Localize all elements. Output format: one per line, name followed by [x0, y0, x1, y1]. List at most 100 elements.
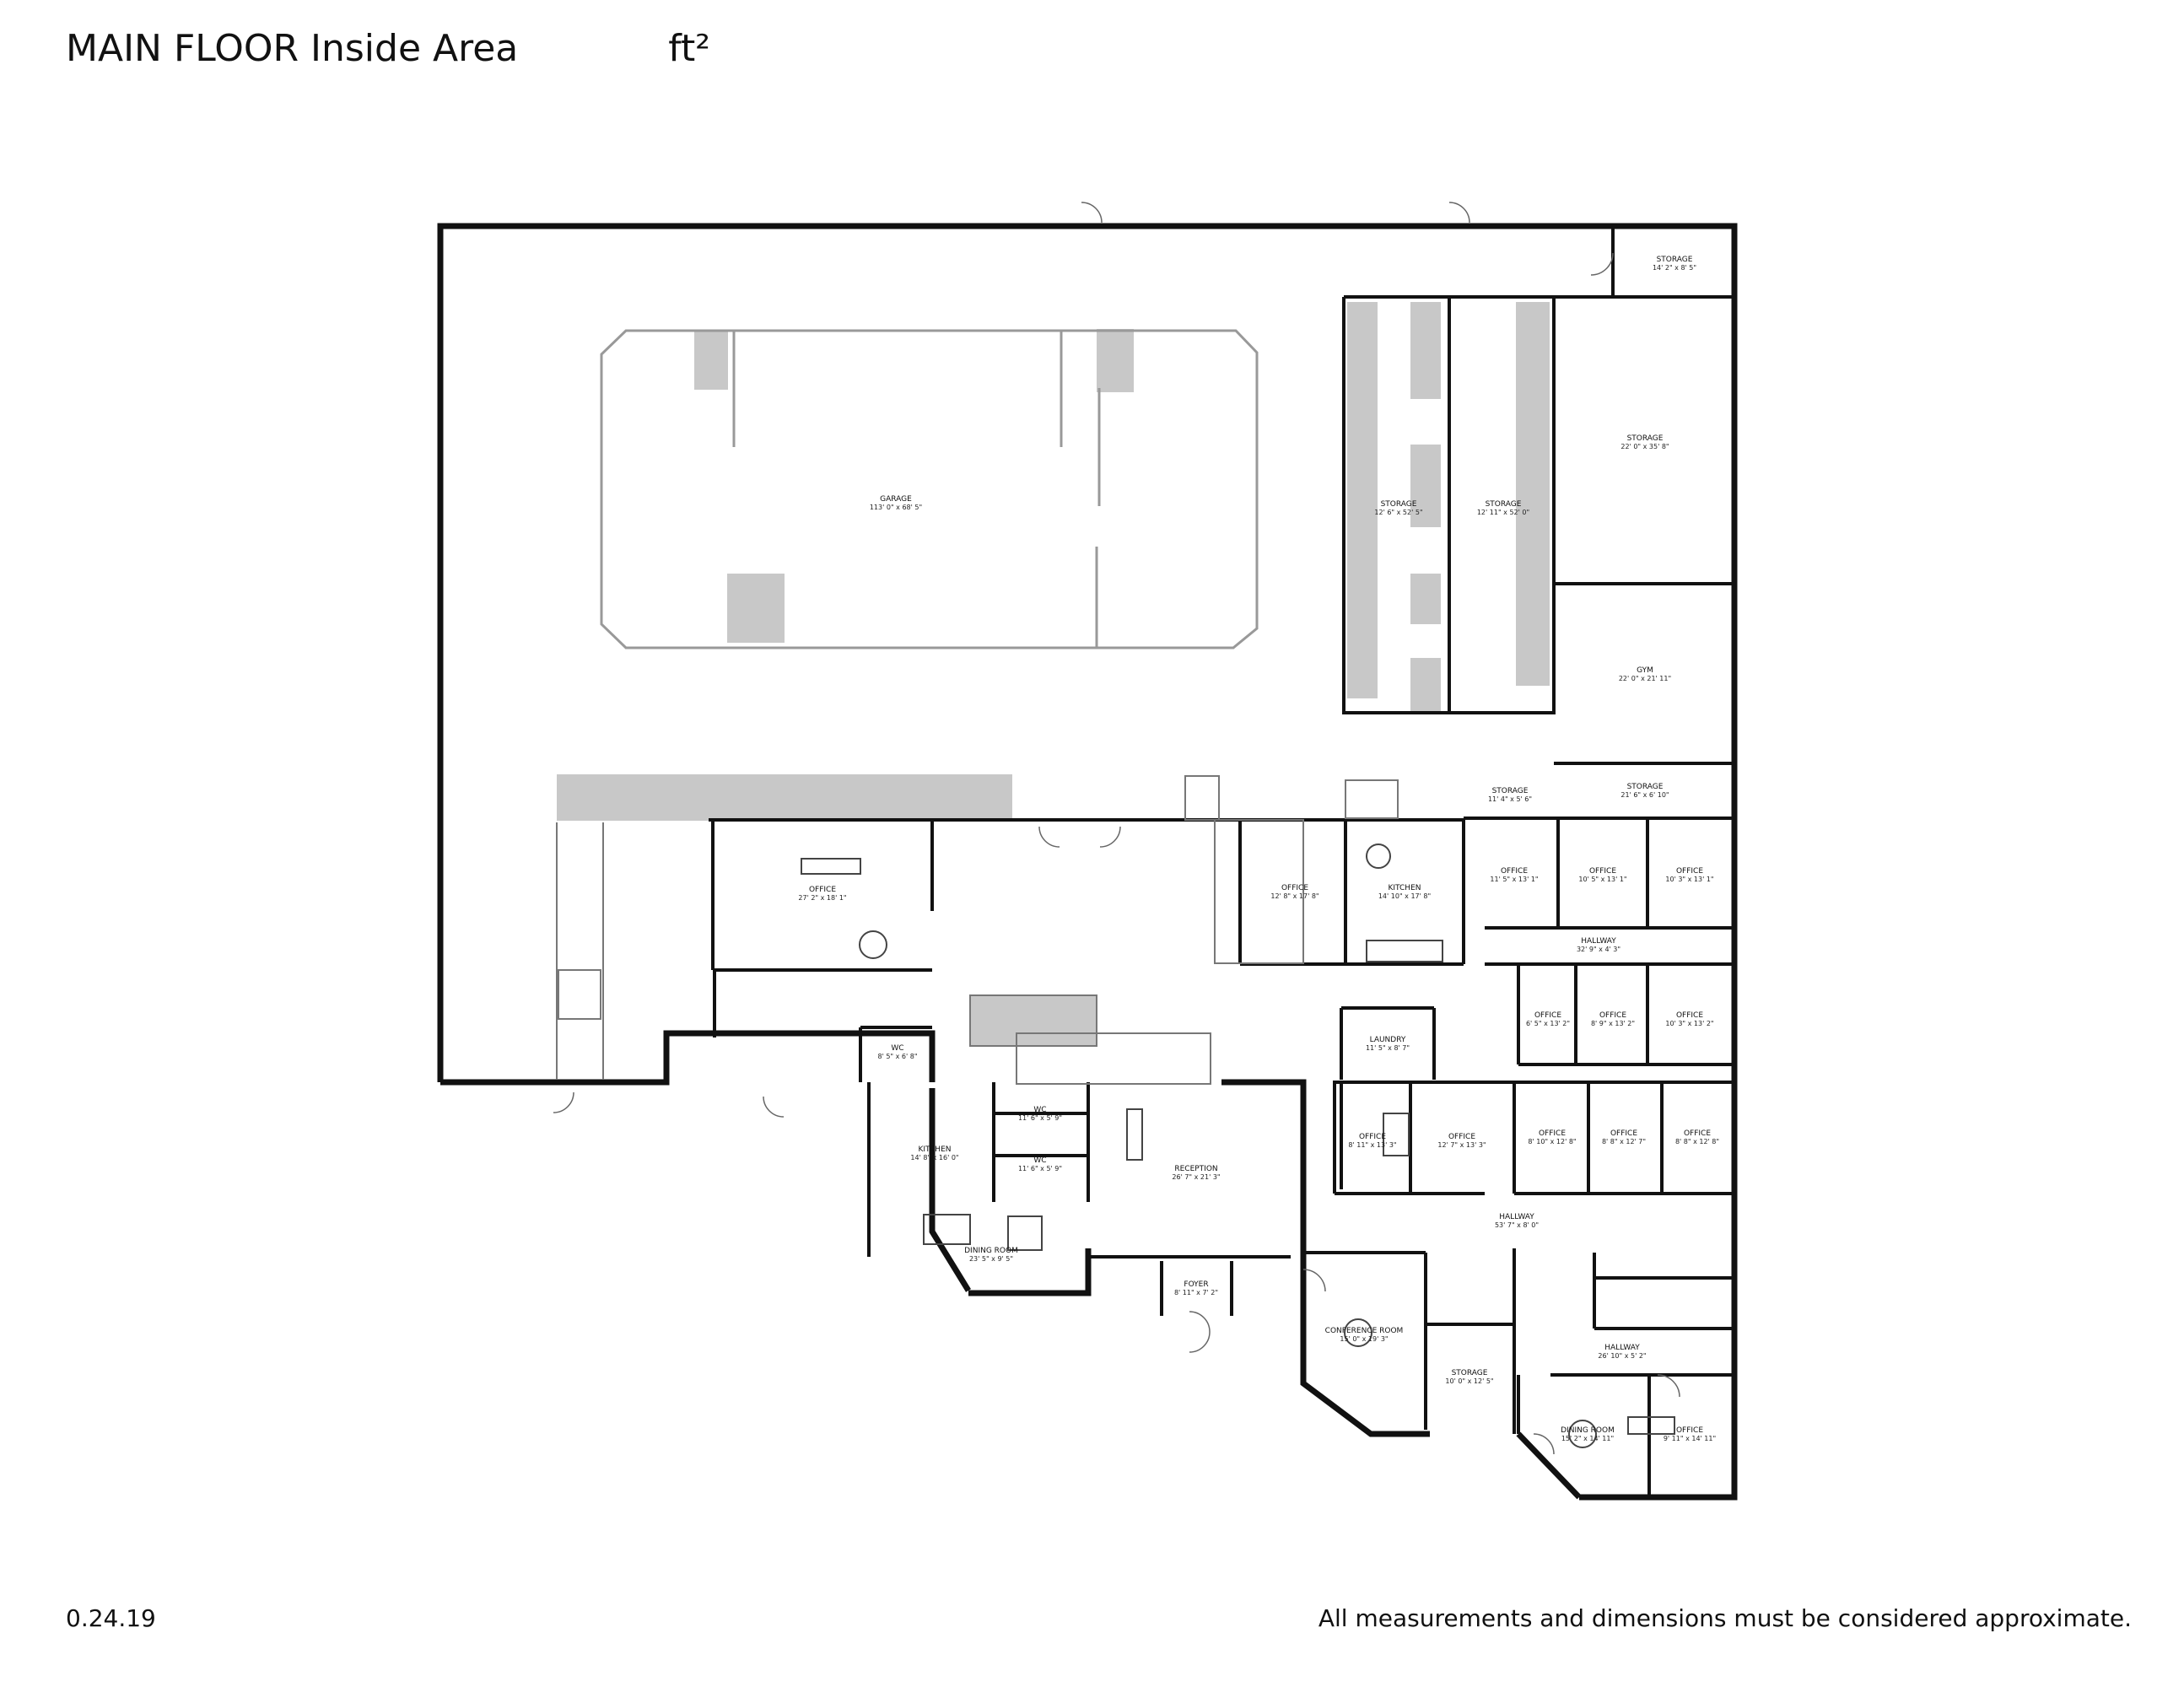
svg-text:15' 2" x 14' 11": 15' 2" x 14' 11" [1561, 1435, 1614, 1442]
svg-text:STORAGE: STORAGE [1627, 783, 1664, 791]
svg-text:8' 11" x 7' 2": 8' 11" x 7' 2" [1174, 1289, 1218, 1296]
svg-text:RECEPTION: RECEPTION [1174, 1165, 1217, 1173]
version-label: 0.24.19 [66, 1604, 156, 1632]
svg-text:15' 0" x 19' 3": 15' 0" x 19' 3" [1340, 1335, 1388, 1343]
svg-text:32' 9" x 4' 3": 32' 9" x 4' 3" [1577, 946, 1620, 953]
door-arcs [553, 202, 1680, 1455]
svg-text:23' 5" x 9' 5": 23' 5" x 9' 5" [969, 1255, 1013, 1263]
garage-fixture [694, 331, 728, 390]
svg-text:12' 6" x 52' 5": 12' 6" x 52' 5" [1374, 509, 1422, 516]
svg-text:WC: WC [891, 1044, 903, 1053]
svg-text:8' 8" x 12' 8": 8' 8" x 12' 8" [1675, 1138, 1719, 1145]
svg-text:OFFICE: OFFICE [1539, 1129, 1566, 1138]
svg-text:GYM: GYM [1637, 666, 1653, 675]
svg-text:OFFICE: OFFICE [809, 886, 836, 894]
storage-rack [1410, 445, 1441, 527]
svg-text:53' 7" x 8' 0": 53' 7" x 8' 0" [1495, 1221, 1539, 1229]
svg-text:OFFICE: OFFICE [1359, 1133, 1386, 1141]
svg-text:OFFICE: OFFICE [1676, 1011, 1703, 1020]
svg-text:OFFICE: OFFICE [1448, 1133, 1475, 1141]
svg-text:STORAGE: STORAGE [1381, 500, 1417, 509]
svg-text:12' 8" x 17' 8": 12' 8" x 17' 8" [1270, 892, 1318, 900]
svg-text:WC: WC [1033, 1156, 1046, 1165]
svg-text:HALLWAY: HALLWAY [1581, 937, 1616, 946]
storage-rack [1410, 658, 1441, 711]
page-title: MAIN FLOOR Inside Area ft² [66, 27, 710, 70]
svg-text:12' 7" x 13' 3": 12' 7" x 13' 3" [1437, 1141, 1486, 1149]
svg-text:WC: WC [1033, 1106, 1046, 1114]
svg-text:HALLWAY: HALLWAY [1604, 1344, 1640, 1352]
svg-text:22' 0" x 35' 8": 22' 0" x 35' 8" [1620, 443, 1669, 450]
svg-text:STORAGE: STORAGE [1627, 434, 1664, 443]
interior-walls [709, 226, 1734, 1497]
disclaimer-text: All measurements and dimensions must be … [1318, 1604, 2132, 1632]
svg-text:11' 6" x 5' 9": 11' 6" x 5' 9" [1018, 1114, 1062, 1122]
grey-fixtures [557, 302, 1550, 1046]
svg-text:14' 2" x 8' 5": 14' 2" x 8' 5" [1653, 264, 1696, 272]
svg-text:14' 8" x 16' 0": 14' 8" x 16' 0" [910, 1154, 958, 1161]
svg-text:14' 10" x 17' 8": 14' 10" x 17' 8" [1378, 892, 1431, 900]
svg-text:STORAGE: STORAGE [1492, 787, 1529, 795]
svg-text:OFFICE: OFFICE [1676, 1426, 1703, 1435]
storage-rack [1347, 302, 1378, 698]
furniture [801, 844, 1675, 1448]
svg-text:6' 5" x 13' 2": 6' 5" x 13' 2" [1526, 1020, 1570, 1027]
svg-text:FOYER: FOYER [1184, 1280, 1208, 1289]
floor-title: MAIN FLOOR Inside Area [66, 27, 519, 70]
svg-text:OFFICE: OFFICE [1684, 1129, 1711, 1138]
svg-text:CONFERENCE ROOM: CONFERENCE ROOM [1325, 1327, 1404, 1335]
svg-text:OFFICE: OFFICE [1281, 884, 1308, 892]
outer-walls [437, 223, 1738, 1501]
area-unit: ft² [668, 27, 710, 70]
svg-text:KITCHEN: KITCHEN [1389, 884, 1421, 892]
svg-text:GARAGE: GARAGE [880, 495, 912, 504]
svg-text:8' 5" x 6' 8": 8' 5" x 6' 8" [877, 1053, 917, 1060]
room-wc-1: WC8' 5" x 6' 8" [877, 1044, 917, 1060]
svg-text:STORAGE: STORAGE [1486, 500, 1522, 509]
reception-counter-area [970, 995, 1097, 1046]
svg-text:OFFICE: OFFICE [1589, 867, 1616, 876]
svg-text:12' 11" x 52' 0": 12' 11" x 52' 0" [1477, 509, 1529, 516]
garage-outline [600, 329, 1259, 649]
storage-rack [1516, 302, 1550, 686]
svg-text:10' 3" x 13' 1": 10' 3" x 13' 1" [1665, 876, 1713, 883]
svg-text:11' 5" x 13' 1": 11' 5" x 13' 1" [1490, 876, 1538, 883]
svg-text:26' 7" x 21' 3": 26' 7" x 21' 3" [1172, 1173, 1220, 1181]
svg-text:8' 11" x 13' 3": 8' 11" x 13' 3" [1348, 1141, 1396, 1149]
svg-text:OFFICE: OFFICE [1610, 1129, 1637, 1138]
garage-fixture [727, 574, 785, 643]
svg-text:8' 10" x 12' 8": 8' 10" x 12' 8" [1528, 1138, 1576, 1145]
svg-text:10' 0" x 12' 5": 10' 0" x 12' 5" [1445, 1377, 1493, 1385]
svg-text:11' 5" x 8' 7": 11' 5" x 8' 7" [1366, 1044, 1410, 1052]
storage-rack [1410, 574, 1441, 624]
svg-text:113' 0" x 68' 5": 113' 0" x 68' 5" [870, 504, 922, 511]
storage-rack [1410, 302, 1441, 399]
svg-text:22' 0" x 21' 11": 22' 0" x 21' 11" [1619, 675, 1671, 682]
